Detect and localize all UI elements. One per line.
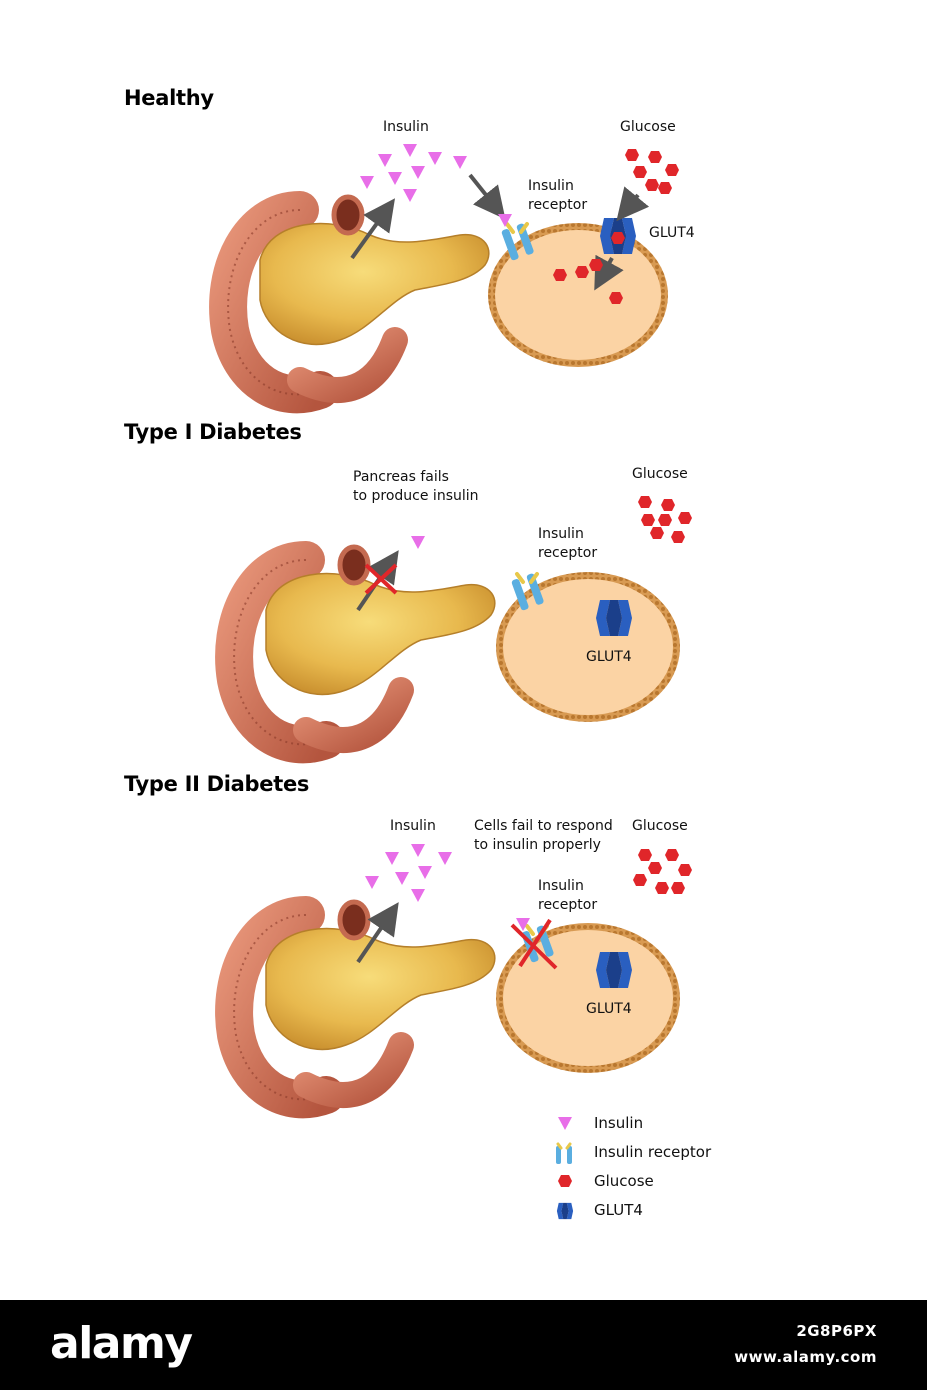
type2-receptor-label: Insulin receptor bbox=[538, 878, 598, 913]
type1-failure-label: Pancreas fails to produce insulin bbox=[353, 469, 479, 504]
type1-pancreas bbox=[234, 547, 495, 744]
healthy-glucose-enter-arrow bbox=[594, 254, 624, 291]
legend-glut4-transporter-icon bbox=[556, 1202, 574, 1220]
type1-receptor-label: Insulin receptor bbox=[538, 526, 598, 561]
type2-glut4-label: GLUT4 bbox=[586, 1001, 632, 1017]
healthy-secretion-arrow bbox=[350, 198, 396, 260]
healthy-pancreas bbox=[228, 197, 489, 394]
healthy-insulin-molecules bbox=[360, 144, 467, 202]
type2-glucose-label: Glucose bbox=[632, 818, 688, 834]
type2-glucose-outside bbox=[633, 849, 692, 894]
heading-healthy: Healthy bbox=[124, 86, 214, 110]
type2-pancreas bbox=[234, 902, 495, 1099]
legend-insulin-triangle-icon bbox=[558, 1117, 572, 1130]
type1-cross-icon bbox=[364, 563, 398, 595]
healthy-receptor-label: Insulin receptor bbox=[528, 178, 588, 213]
watermark-image-id: 2G8P6PX bbox=[796, 1322, 877, 1340]
type1-glut4-label: GLUT4 bbox=[586, 649, 632, 665]
type2-cell bbox=[496, 923, 680, 1073]
healthy-insulin-label: Insulin bbox=[383, 119, 429, 135]
diagram-artwork bbox=[0, 144, 692, 1220]
watermark-footer: alamy 2G8P6PX www.alamy.com bbox=[0, 1300, 927, 1390]
healthy-glucose-in-arrow bbox=[616, 186, 650, 222]
legend-insulin-label: Insulin bbox=[594, 1114, 644, 1132]
diagram-stage: Healthy Type I Diabetes Type II Diabetes… bbox=[0, 86, 712, 1220]
type1-glucose-outside bbox=[638, 496, 692, 543]
type1-glut4-icon bbox=[596, 600, 632, 636]
type2-glut4-icon bbox=[596, 952, 632, 988]
legend-insulin-receptor-label: Insulin receptor bbox=[594, 1143, 712, 1161]
type1-insulin-molecule bbox=[411, 536, 425, 549]
healthy-glucose-outside bbox=[625, 149, 679, 194]
healthy-cell bbox=[488, 223, 668, 367]
type2-failure-label: Cells fail to respond to insulin properl… bbox=[474, 818, 613, 853]
legend-glucose-label: Glucose bbox=[594, 1172, 654, 1190]
healthy-glut4-label: GLUT4 bbox=[649, 225, 695, 241]
legend-glut4-label: GLUT4 bbox=[594, 1201, 643, 1219]
watermark-brand-logo: alamy bbox=[50, 1318, 193, 1369]
legend-glucose-hexagon-icon bbox=[558, 1175, 572, 1187]
watermark-url: www.alamy.com bbox=[734, 1348, 877, 1366]
legend-insulin-receptor-icon bbox=[556, 1142, 572, 1164]
heading-type1: Type I Diabetes bbox=[124, 420, 302, 444]
heading-type2: Type II Diabetes bbox=[124, 772, 310, 796]
healthy-glucose-label: Glucose bbox=[620, 119, 676, 135]
type1-glucose-label: Glucose bbox=[632, 466, 688, 482]
type2-insulin-molecules bbox=[365, 844, 452, 902]
type2-cross-icon bbox=[510, 918, 558, 970]
type2-secretion-arrow bbox=[356, 902, 399, 964]
healthy-glut4-icon bbox=[600, 218, 636, 254]
healthy-insulin-binding-arrow bbox=[468, 173, 506, 220]
type2-insulin-label: Insulin bbox=[390, 818, 436, 834]
